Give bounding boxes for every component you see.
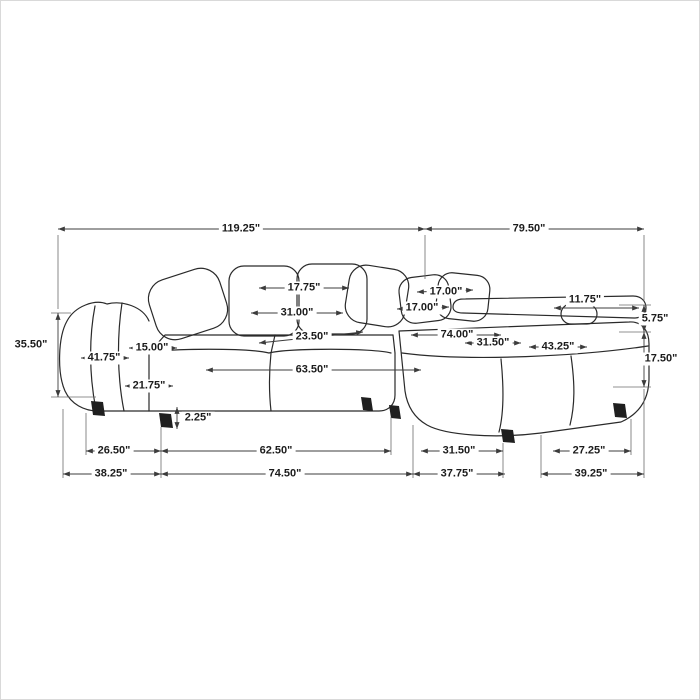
dim-bottom-mid-inner: 62.50": [256, 444, 296, 458]
dim-bottom-right-inner: 27.25": [569, 444, 609, 458]
dim-right-arm-length: 11.75": [565, 293, 605, 307]
dim-bottom-right-outer: 39.25": [571, 467, 611, 481]
extension-lines: [51, 235, 651, 478]
dim-seat-width: 63.50": [292, 363, 332, 377]
dim-left-arm-front-height: 21.75": [129, 379, 169, 393]
dim-right-back-rise: 5.75": [638, 312, 672, 326]
dim-bottom-chaise-outer: 37.75": [437, 467, 477, 481]
dim-leg-height: 2.25": [181, 411, 215, 425]
dim-bottom-left-inner: 26.50": [94, 444, 134, 458]
dim-overall-width-right: 79.50": [509, 222, 549, 236]
middle-throw-pillow: [344, 264, 410, 328]
dim-overall-width-left: 119.25": [218, 222, 264, 236]
dim-left-side-depth: 41.75": [84, 351, 124, 365]
dim-right-side-height: 17.50": [641, 352, 681, 366]
dim-bottom-mid-outer: 74.50": [265, 467, 305, 481]
chaise-section: [398, 321, 650, 437]
dim-back-cushion-width: 17.75": [284, 281, 324, 295]
dim-pillow-width: 17.00": [426, 285, 466, 299]
dim-bottom-chaise-inner: 31.50": [439, 444, 479, 458]
left-throw-pillow: [147, 267, 229, 341]
dim-left-arm-top-depth: 15.00": [132, 341, 172, 355]
sofa-legs: [91, 397, 627, 443]
dim-back-cushion-span: 31.00": [277, 306, 317, 320]
dim-pillow-height: 17.00": [402, 301, 442, 315]
dim-chaise-length: 74.00": [437, 328, 477, 342]
dim-overall-height: 35.50": [11, 338, 51, 352]
dim-chaise-seat-width: 31.50": [473, 336, 513, 350]
dim-chaise-outer-width: 43.25": [538, 340, 578, 354]
dim-bottom-left-outer: 38.25": [91, 467, 131, 481]
seat-section: [148, 334, 396, 412]
right-back-rail: [452, 295, 647, 325]
dim-seat-depth: 23.50": [292, 330, 332, 344]
